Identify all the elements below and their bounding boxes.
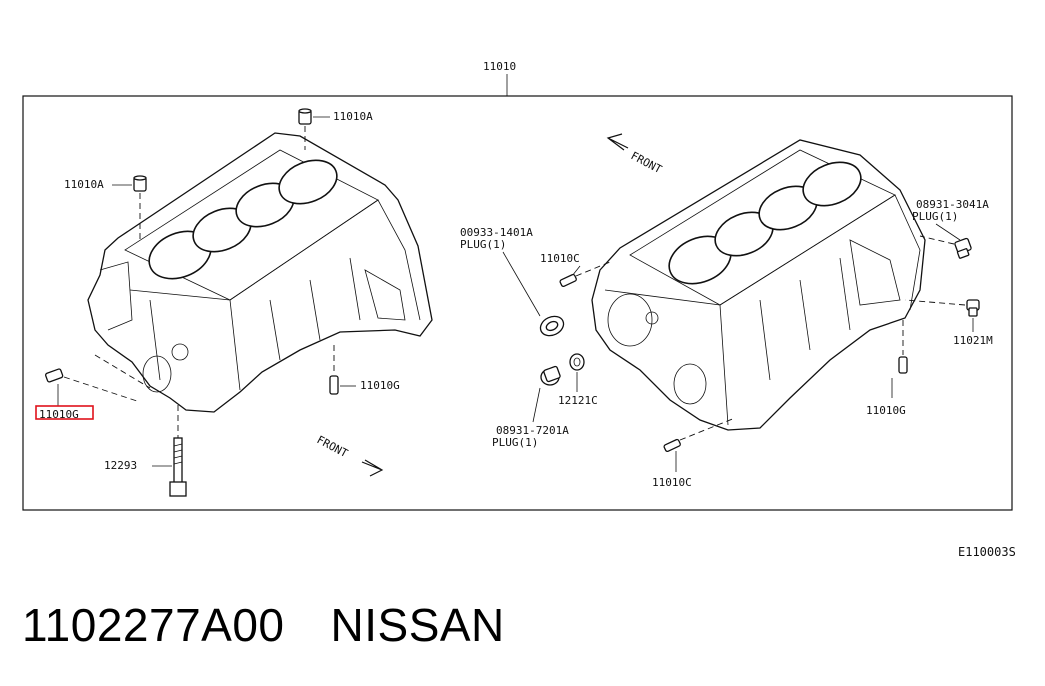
label-11010a-left: 11010A [64,178,104,191]
highlight-box [35,405,94,420]
front-arrow-right-icon [606,133,629,151]
label-11010a-top: 11010A [333,110,373,123]
footer-caption: 1102277A00 NISSAN [22,598,551,652]
label-11010g-left: 11010G [39,408,79,421]
right-callouts: FRONT 00933-1401A PLUG(1) 11010C 08931-7… [460,133,993,489]
label-11010g-right: 11010G [866,404,906,417]
label-front-right: FRONT [629,149,665,176]
label-11010-top: 11010 [483,60,516,73]
diagram-frame [22,95,1013,511]
right-engine-block [591,139,926,431]
label-11021m: 11021M [953,334,993,347]
label-front-left: FRONT [315,433,351,460]
label-12121c: 12121C [558,394,598,407]
label-12293: 12293 [104,459,137,472]
label-plug-3041-sub: PLUG(1) [912,210,958,223]
image-code: E110003S [958,545,1016,559]
brand-name: NISSAN [330,599,505,651]
label-plug-7201-sub: PLUG(1) [492,436,538,449]
label-11010c-lower: 11010C [652,476,692,489]
label-08931-3041a: 08931-3041A [916,198,989,211]
front-arrow-left-icon [361,459,384,477]
left-engine-block [87,132,433,413]
label-08931-7201a: 08931-7201A [496,424,569,437]
label-plug-1401-sub: PLUG(1) [460,238,506,251]
label-11010g-center: 11010G [360,379,400,392]
label-11010c-upper: 11010C [540,252,580,265]
label-00933-1401a: 00933-1401A [460,226,533,239]
part-number: 1102277A00 [22,599,285,651]
